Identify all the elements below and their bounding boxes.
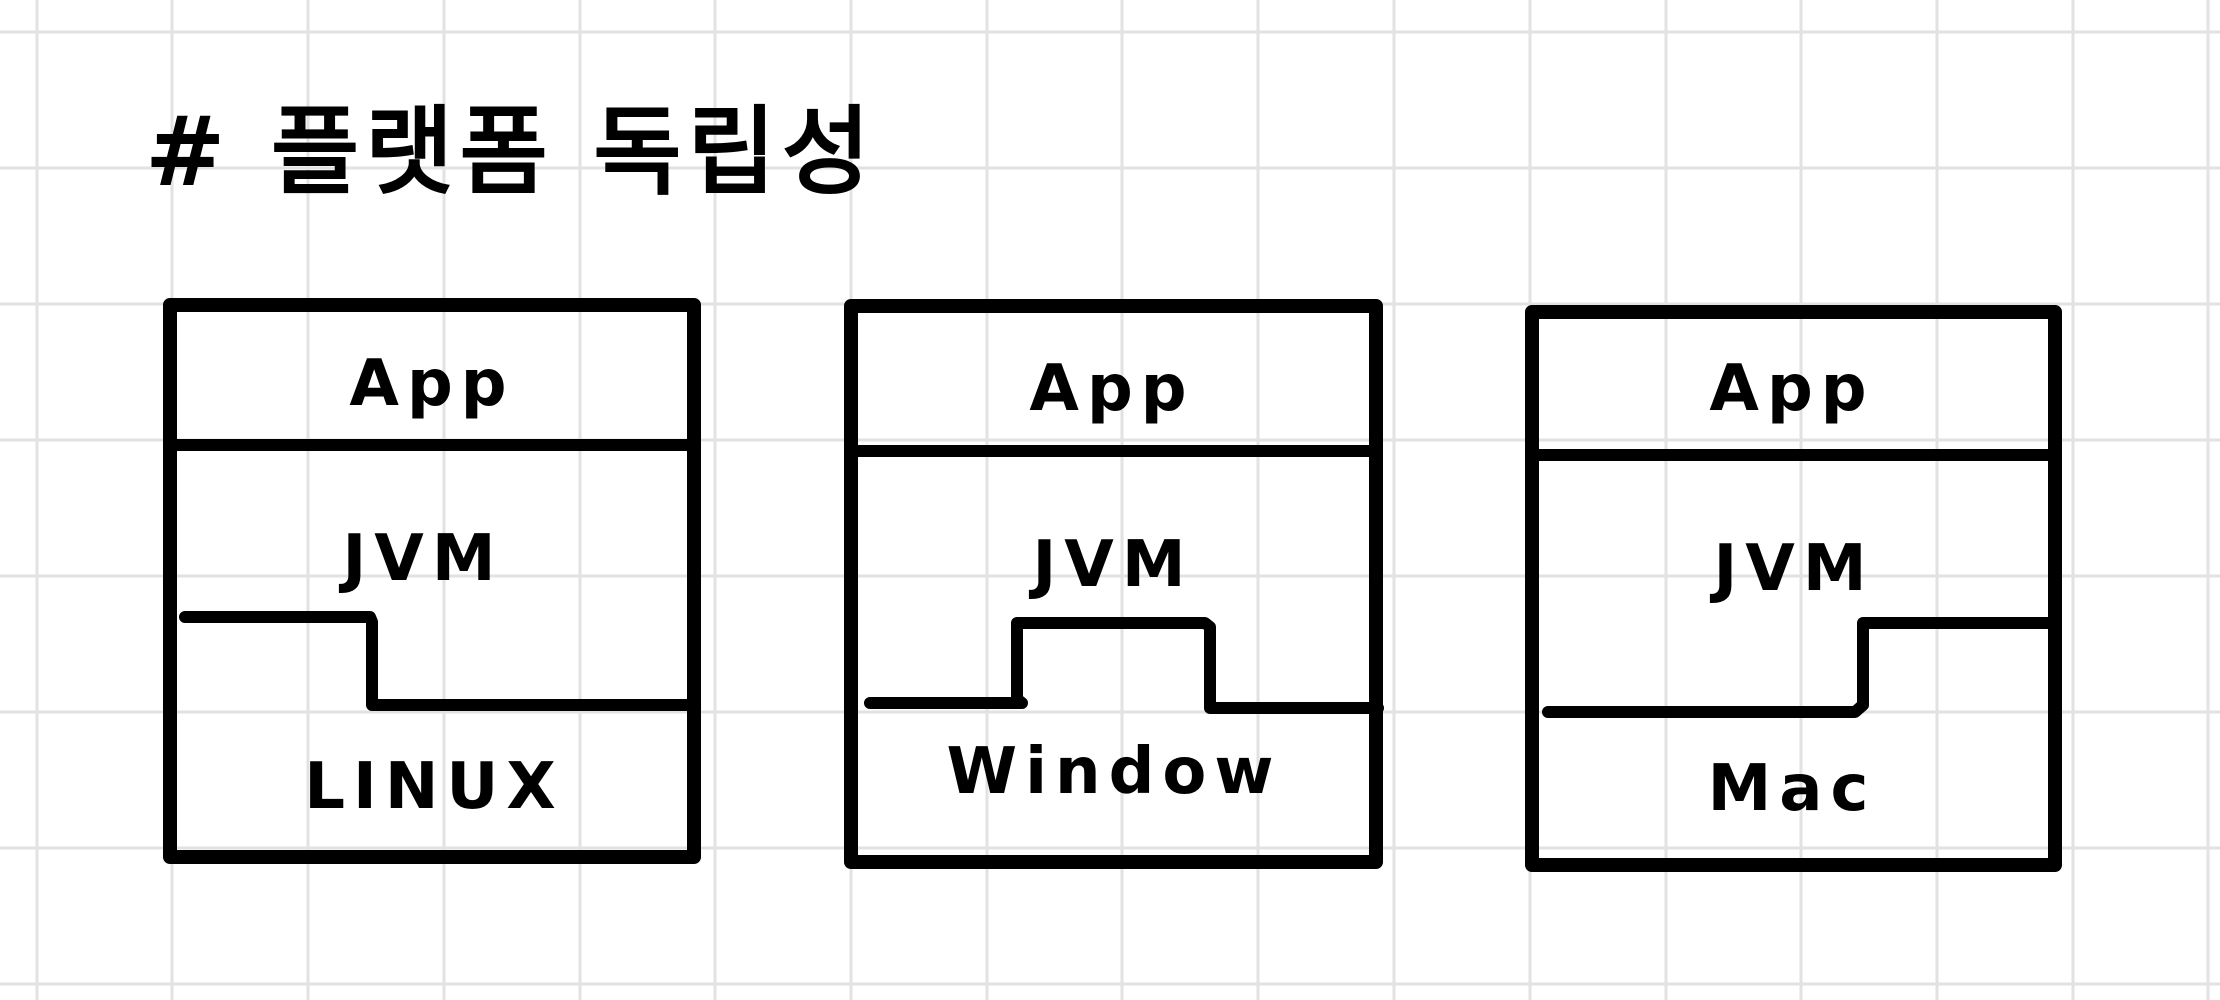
diagram-title: # 플랫폼 독립성 [145, 96, 876, 208]
jvm-os-boundary [179, 611, 696, 711]
app-layer-label: App [1709, 352, 1874, 426]
jvm-layer-label: JVM [1028, 528, 1193, 602]
os-layer-label: Window [947, 735, 1282, 809]
platform-stack-linux: App JVM LINUX [163, 298, 701, 864]
os-layer-label: LINUX [304, 750, 563, 824]
jvm-os-boundary [864, 617, 1384, 714]
jvm-os-boundary [1542, 617, 2058, 718]
jvm-layer-label: JVM [338, 522, 503, 596]
app-layer-label: App [349, 347, 514, 421]
platform-stack-mac: App JVM Mac [1525, 305, 2062, 872]
stack-outline [844, 299, 1383, 869]
platform-stack-windows: App JVM Window [844, 299, 1384, 869]
stack-outline [163, 298, 701, 864]
app-layer-label: App [1029, 352, 1194, 426]
os-layer-label: Mac [1708, 752, 1877, 826]
jvm-layer-label: JVM [1709, 532, 1874, 606]
stack-outline [1525, 305, 2062, 872]
